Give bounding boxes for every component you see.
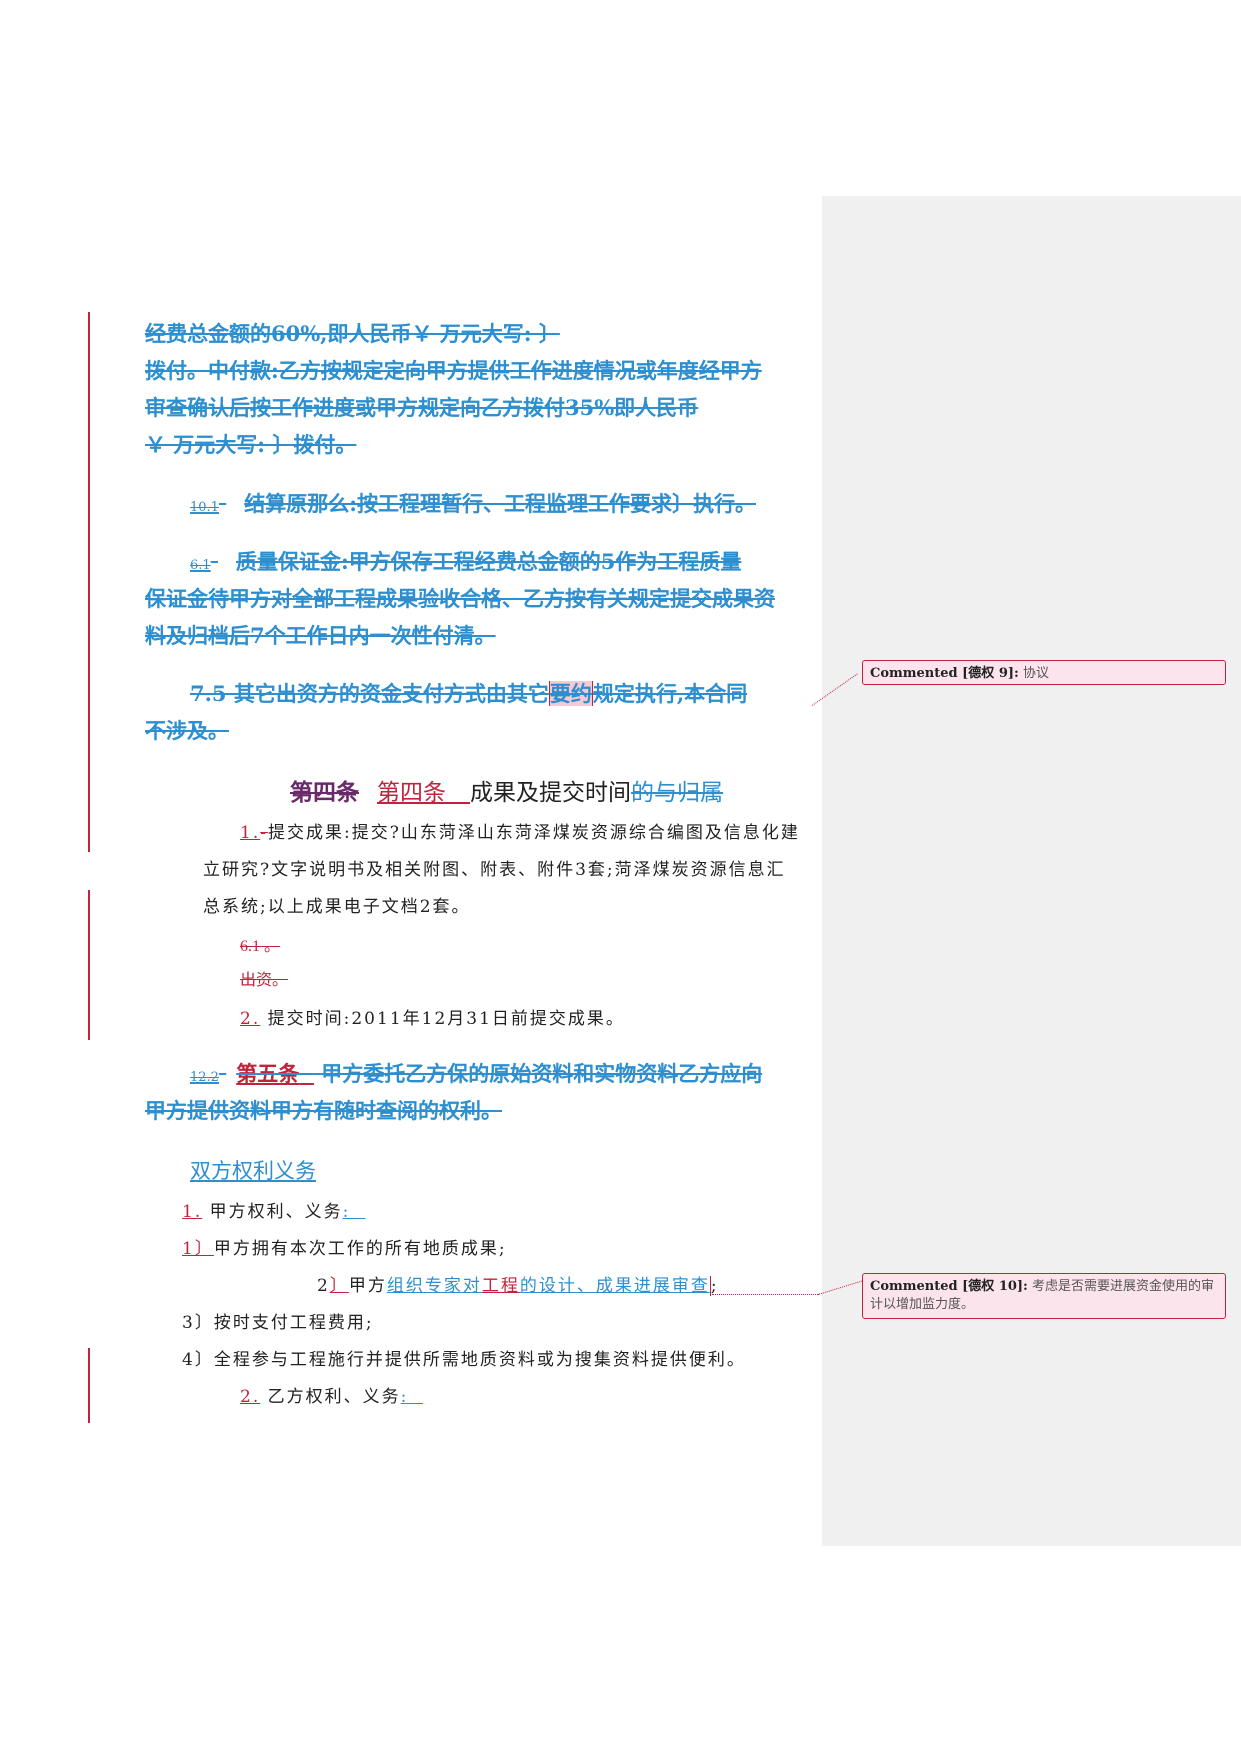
comment-balloon[interactable]: Commented [德权 10]: 考虑是否需要进展资金使用的审计以增加监力度… (862, 1273, 1226, 1319)
deleted-line: 料及归档后7个工作日内一次性付清。 (145, 623, 496, 648)
deleted-line: 不涉及。 (145, 718, 229, 743)
deleted-line: 拨付。中付款:乙方按规定定向甲方提供工作进度情况或年度经甲方 (145, 358, 762, 383)
item-number: 2. (240, 1009, 261, 1029)
item-number: 2. (240, 1387, 261, 1407)
deleted-paragraph: 7.5 其它出资方的资金支付方式由其它要约规定执行,本合同 (190, 678, 747, 708)
comment-text: 考虑是否需要进展资金使用的审计以增加监力度。 (870, 1279, 1215, 1312)
list-item: 4〕全程参与工程施行并提供所需地质资料或为搜集资料提供便利。 (182, 1350, 746, 1370)
deleted-line: 甲方提供资料甲方有随时查阅的权利。 (145, 1098, 502, 1123)
section-heading: 双方权利义务 (190, 1159, 316, 1183)
item-text: 立研究?文字说明书及相关附图、附表、附件3套;菏泽煤炭资源信息汇 (203, 860, 786, 880)
article-number-inserted: 第五条 (236, 1061, 300, 1086)
deleted-line: 保证金待甲方对全部工程成果验收合格、乙方按有关规定提交成果资 (145, 586, 775, 611)
deleted-line: 经费总金额的60%,即人民币￥ 万元大写: 〕 (145, 321, 560, 346)
article-paragraph: 12.2 第五条 甲方委托乙方保的原始资料和实物资料乙方应向 (190, 1058, 762, 1088)
paragraph-number: 10.1 (190, 500, 219, 515)
paragraph-text: 甲方委托乙方保的原始资料和实物资料乙方应向 (321, 1061, 763, 1086)
comment-author: Commented [德权 10]: (870, 1279, 1028, 1294)
paragraph-text: 规定执行,本合同 (592, 681, 748, 706)
deleted-line: ￥ 万元大写: 〕拨付。 (145, 432, 357, 457)
article-heading: 第四条 第四条 成果及提交时间的与归属 (290, 773, 723, 807)
item-number: 1〕 (182, 1239, 214, 1259)
comment-sidebar (822, 196, 1241, 1546)
paragraph-text: 结算原那么:按工程理暂行、工程监理工作要求〕执行。 (244, 491, 757, 516)
deleted-paragraph: 10.1 结算原那么:按工程理暂行、工程监理工作要求〕执行。 (190, 488, 756, 518)
comment-author: Commented [德权 9]: (870, 666, 1019, 681)
list-item: 1. 甲方权利、义务: (182, 1202, 351, 1222)
paragraph-number: 6.1 (190, 558, 211, 573)
deleted-text: 6.1 。 (240, 938, 281, 955)
comment-balloon[interactable]: Commented [德权 9]: 协议 (862, 660, 1226, 685)
list-item: 2. 乙方权利、义务: (240, 1387, 409, 1407)
item-text: 提交时间:2011年12月31日前提交成果。 (267, 1009, 625, 1029)
deleted-paragraph: 6.1 质量保证金:甲方保存工程经费总金额的5作为工程质量 (190, 546, 741, 576)
article-number-deleted: 第四条 (290, 779, 359, 806)
article-title: 成果及提交时间 (470, 780, 632, 806)
deleted-line: 审查确认后按工作进度或甲方规定向乙方拨付35%即人民币 (145, 395, 699, 420)
comment-text: 协议 (1022, 666, 1049, 681)
item-text: 乙方权利、义务 (267, 1387, 401, 1407)
change-bar (88, 1348, 90, 1423)
list-item: 1〕甲方拥有本次工作的所有地质成果; (182, 1234, 507, 1259)
item-text: 提交成果:提交?山东菏泽山东菏泽煤炭资源综合编图及信息化建 (267, 823, 800, 843)
list-item: 3〕按时支付工程费用; (182, 1313, 374, 1333)
list-item: 1.-提交成果:提交?山东菏泽山东菏泽煤炭资源综合编图及信息化建 (240, 823, 800, 843)
item-text: 甲方权利、义务 (209, 1202, 343, 1222)
item-text: 总系统;以上成果电子文档2套。 (203, 897, 471, 917)
change-bar (88, 312, 90, 852)
comment-connector (712, 1294, 818, 1295)
change-bar (88, 890, 90, 1040)
article-number-inserted: 第四条 (377, 780, 447, 806)
list-item: 2. 提交时间:2011年12月31日前提交成果。 (240, 1004, 625, 1029)
commented-text[interactable]: 要约 (548, 681, 593, 706)
deleted-text: 出资。 (240, 970, 289, 989)
paragraph-number: 12.2 (190, 1070, 219, 1085)
paragraph-text: 质量保证金:甲方保存工程经费总金额的5作为工程质量 (236, 549, 742, 574)
paragraph-text: 7.5 其它出资方的资金支付方式由其它 (190, 681, 549, 706)
item-text: 甲方拥有本次工作的所有地质成果; (213, 1239, 507, 1259)
item-number: 1. (240, 823, 261, 843)
article-title-deleted: 的与归属 (631, 780, 724, 806)
item-number: 1. (182, 1202, 203, 1222)
list-item: 2〕甲方组织专家对工程的设计、成果进展审查; (317, 1276, 719, 1296)
comment-anchor[interactable]: ; (709, 1276, 719, 1296)
